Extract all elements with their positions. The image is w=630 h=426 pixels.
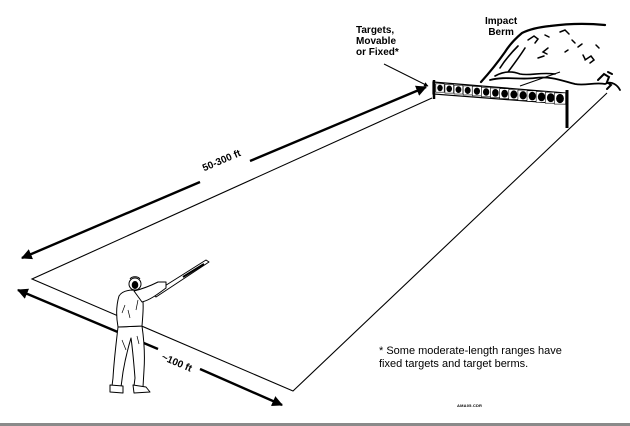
target-disk	[473, 87, 481, 95]
targets-leader-arrow	[383, 63, 429, 87]
targets-label-line-3: or Fixed*	[356, 47, 399, 58]
impact-berm	[479, 22, 621, 91]
footnote: * Some moderate-length ranges have fixed…	[379, 345, 562, 371]
target-disk	[546, 93, 555, 103]
target-disk	[519, 91, 527, 100]
length-arrow-right	[249, 85, 427, 163]
berm-label-line-2: Berm	[488, 27, 514, 38]
target-disk	[501, 89, 508, 98]
target-disk	[537, 92, 546, 102]
footnote-line-1: * Some moderate-length ranges have	[379, 345, 562, 357]
berm-label: Impact Berm	[485, 16, 517, 38]
target-disk	[455, 86, 462, 94]
target-frame	[432, 80, 569, 128]
targets-label-line-2: Movable	[356, 36, 397, 47]
length-arrow-left	[21, 180, 201, 260]
footnote-line-2: fixed targets and target berms.	[379, 358, 529, 370]
target-disk	[510, 90, 518, 99]
target-disk	[464, 86, 471, 94]
target-disk	[528, 91, 536, 101]
berm-label-line-1: Impact	[485, 16, 518, 27]
target-disk	[446, 85, 453, 93]
file-tag: AMA05.CDR	[457, 403, 483, 408]
target-disk	[482, 88, 490, 96]
range-floor-outline	[30, 92, 608, 392]
footer-bar	[0, 423, 630, 426]
width-arrow-right	[199, 367, 283, 407]
targets-label: Targets, Movable or Fixed*	[356, 25, 399, 58]
target-disk	[437, 84, 443, 92]
target-disk	[556, 93, 564, 104]
target-disks	[435, 83, 566, 105]
targets-label-line-1: Targets,	[356, 25, 395, 36]
shooter-figure	[109, 259, 210, 394]
target-disk	[492, 89, 499, 97]
